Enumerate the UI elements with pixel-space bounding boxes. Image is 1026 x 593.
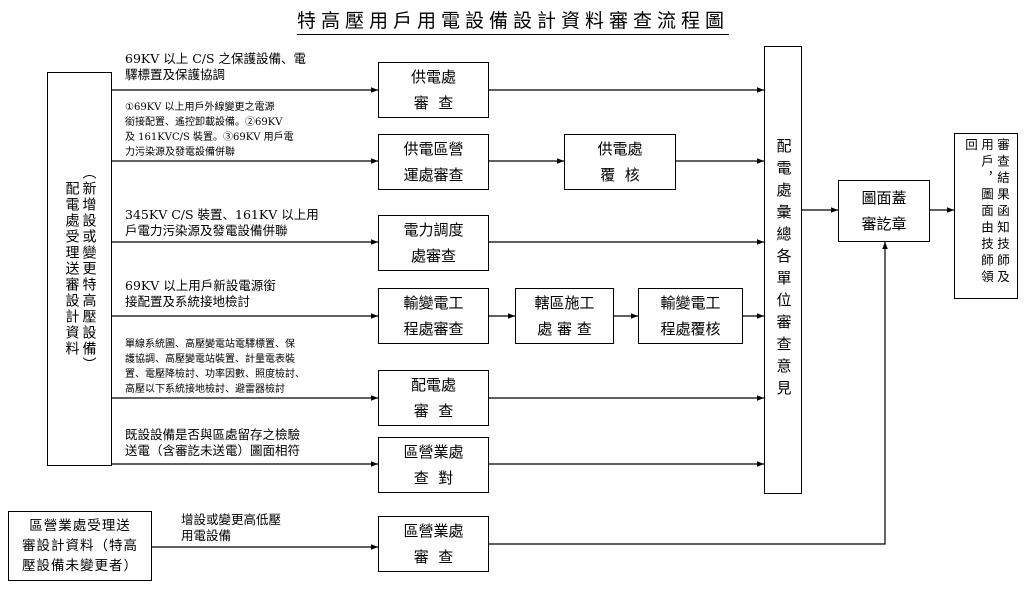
source-box: （新增設或變更特高壓設備） 配電處受理送審設計資料 — [47, 72, 112, 466]
box-b4c-transmission-recheck: 輸變電工 程處覆核 — [638, 288, 743, 344]
label-b7: 增設或變更高低壓 用電設備 — [181, 512, 282, 543]
stamp-box: 圖面蓋 審訖章 — [838, 180, 930, 242]
box-b2-district-review: 供電區營 運處審查 — [378, 134, 489, 190]
summary-text: 配電處彙總各單位審查意見 — [774, 138, 793, 402]
box-b6-district-check: 區營業處 查 對 — [378, 437, 489, 493]
lower-source-box: 區營業處受理送 審設計資料（特高 壓設備未變更者） — [8, 511, 152, 581]
label-b2: ①69KV 以上用戶外線變更之電源 銜接配置、遙控卸載設備。②69KV 及 16… — [125, 102, 294, 158]
box-b1-supply-review: 供電處 審 查 — [378, 62, 489, 118]
label-b3: 345KV C/S 裝置、161KV 以上用 戶電力污染源及發電設備併聯 — [125, 207, 319, 238]
result-text: 審查結果函知技師及用戶，圖面由技師領回 — [963, 138, 1010, 287]
page-title: 特高壓用戶用電設備設計資料審查流程圖 — [0, 6, 1026, 35]
result-box: 審查結果函知技師及用戶，圖面由技師領回 — [954, 133, 1018, 299]
label-b6: 既設設備是否與區處留存之檢驗 送電（含審訖未送電）圖面相符 — [125, 427, 301, 458]
arrow-b7-to-stamp — [489, 242, 888, 545]
label-b4: 69KV 以上用戶新設電源銜 接配置及系統接地檢討 — [125, 278, 276, 309]
box-b7-district-review: 區營業處 審 查 — [378, 516, 489, 572]
source-box-col-left: 配電處受理送審設計資料 — [63, 181, 80, 357]
box-b5-distribution-review: 配電處 審 查 — [378, 370, 489, 426]
label-b1: 69KV 以上 C/S 之保護設備、電 驛標置及保護協調 — [125, 51, 307, 82]
summary-box: 配電處彙總各單位審查意見 — [764, 46, 802, 494]
source-box-col-right: （新增設或變更特高壓設備） — [80, 165, 97, 373]
box-b2b-supply-recheck: 供電處 覆 核 — [564, 134, 676, 190]
box-b3-dispatch-review: 電力調度 處審查 — [378, 215, 489, 271]
box-b4-transmission-review: 輸變電工 程處審查 — [378, 288, 489, 344]
box-b4b-construction-review: 轄區施工 處 審 查 — [515, 288, 614, 344]
label-b5: 單線系統圖、高壓變電站電驛標置、保 護協調、高壓變電站裝置、計量電表裝 置、電壓… — [125, 339, 305, 395]
